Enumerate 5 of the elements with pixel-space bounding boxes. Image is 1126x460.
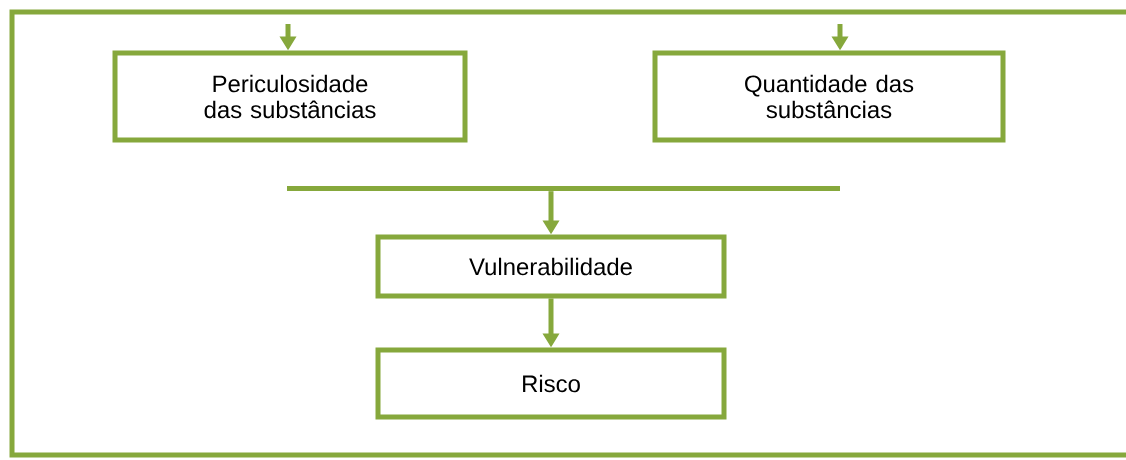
merge-bar: [287, 186, 840, 191]
process-box: Quantidade das substâncias: [652, 50, 1006, 143]
process-box: Risco: [375, 347, 727, 420]
process-box: Vulnerabilidade: [375, 234, 727, 299]
process-box: Periculosidade das substâncias: [112, 50, 468, 143]
